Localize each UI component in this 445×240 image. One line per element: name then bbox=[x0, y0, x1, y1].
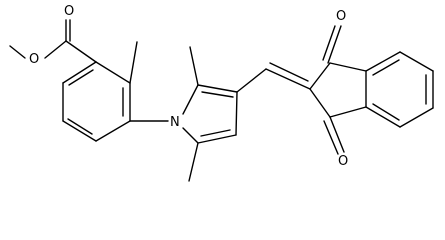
bond-ind-benz-2 bbox=[365, 51, 401, 72]
bond-ind-benz-inner-1 bbox=[372, 59, 400, 76]
atom-o-indandione-bottom: O bbox=[338, 154, 348, 169]
bond-benz-inner-3 bbox=[68, 69, 94, 86]
bond-pyr-methyl-top bbox=[189, 46, 199, 86]
bond-benz-6 bbox=[62, 61, 97, 84]
bond-pyr-c2-c3 bbox=[197, 84, 238, 93]
bond-pyr-methyl-bottom bbox=[188, 142, 199, 182]
bond-benz-1 bbox=[95, 61, 131, 84]
bond-pyr-c4-c5-inner bbox=[200, 129, 231, 137]
bond-ester-o-c bbox=[44, 40, 67, 59]
chemical-structure-diagram: O O N O O bbox=[9, 4, 434, 182]
atom-o-carbonyl-ester: O bbox=[64, 4, 74, 19]
bond-ind-benz-inner-3 bbox=[372, 103, 400, 121]
bond-pyr-n-c2 bbox=[182, 84, 199, 115]
bond-ind-benz-5 bbox=[399, 107, 434, 128]
bond-bridge-1 bbox=[236, 68, 267, 93]
bond-pyr-c2-c3-inner bbox=[201, 91, 234, 98]
atom-n-pyrrole: N bbox=[170, 115, 180, 130]
bond-ind-c1-c7a bbox=[329, 62, 367, 72]
molecule-drawing: O O N O O bbox=[9, 4, 434, 182]
bond-pyr-c4-c5 bbox=[197, 134, 237, 144]
bond-ind-benz-6 bbox=[365, 106, 401, 128]
bond-bridge-double-b bbox=[269, 62, 309, 82]
bond-benz-4 bbox=[62, 120, 97, 142]
bond-benz-3 bbox=[95, 120, 131, 142]
atom-o-ester: O bbox=[29, 52, 39, 67]
bond-pyr-c3-c4 bbox=[235, 91, 238, 136]
bond-bridge-double-a bbox=[265, 68, 311, 90]
bond-ind-c3-o-b bbox=[323, 120, 339, 155]
bond-ind-benz-3 bbox=[399, 51, 434, 72]
bond-benz-methyl bbox=[129, 41, 138, 84]
bond-ind-c1-o-a bbox=[327, 25, 342, 64]
bond-ind-c1-o-b bbox=[322, 25, 336, 61]
atom-o-indandione-top: O bbox=[336, 9, 346, 24]
bond-ind-c2-c3 bbox=[309, 88, 331, 118]
bond-benz-inner-2 bbox=[67, 118, 93, 135]
bond-ind-c3-o-a bbox=[329, 116, 345, 153]
bond-ester-methyl bbox=[9, 45, 26, 59]
bond-pyr-c5-n bbox=[182, 127, 199, 144]
bond-ester-to-ring bbox=[65, 40, 97, 63]
bond-ind-c3-c3a bbox=[329, 106, 367, 118]
bond-ind-c2-c1 bbox=[309, 62, 331, 90]
